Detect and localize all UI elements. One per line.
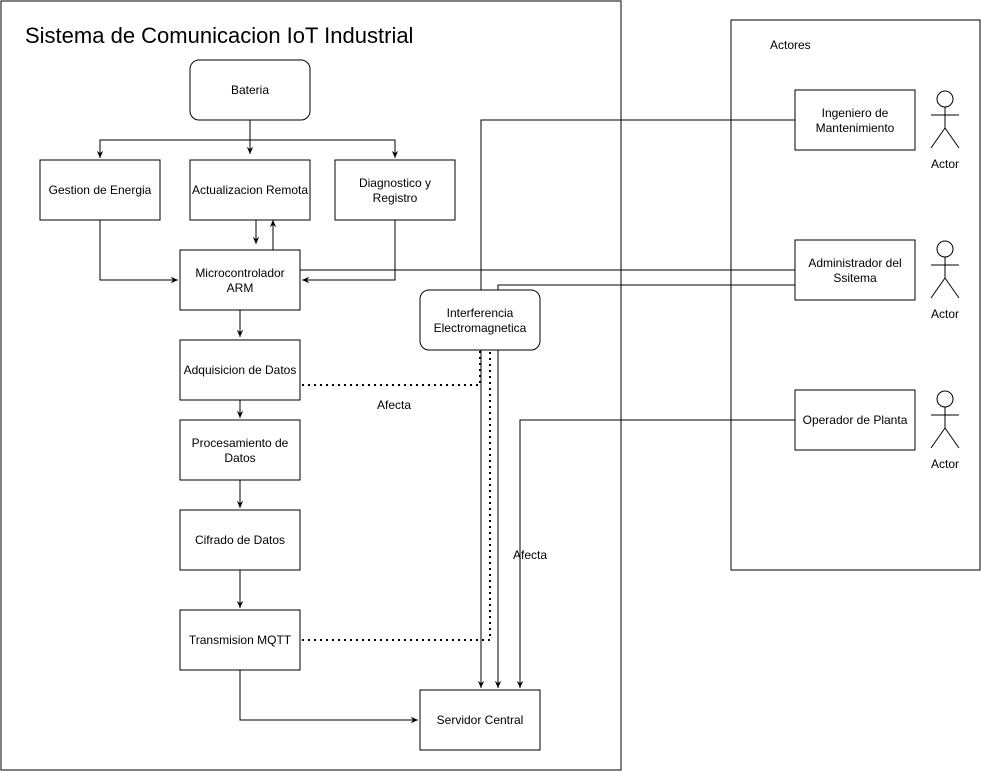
- node-gestion-energia: Gestion de Energia: [39, 159, 161, 221]
- node-gestion-energia-label: Gestion de Energia: [49, 183, 152, 197]
- node-diagnostico-registro-label-line2: Registro: [373, 191, 418, 205]
- actor-icon: [930, 90, 960, 149]
- node-cifrado-datos-label: Cifrado de Datos: [195, 533, 285, 547]
- node-bateria-label: Bateria: [231, 83, 269, 97]
- actor-label: Actor: [931, 457, 959, 471]
- node-ingeniero-mantenimiento-label-line2: Mantenimiento: [816, 121, 895, 135]
- node-adquisicion-datos-shape: [179, 339, 301, 401]
- node-bateria-shape: [189, 59, 311, 121]
- node-cifrado-datos: Cifrado de Datos: [179, 509, 301, 571]
- edge-label-afecta: Afecta: [377, 398, 411, 412]
- node-actualizacion-remota-label: Actualizacion Remota: [192, 183, 308, 197]
- node-procesamiento-datos: Procesamiento de Datos: [179, 419, 301, 481]
- node-servidor-central-label: Servidor Central: [437, 713, 524, 727]
- node-microcontrolador-label-line2: ARM: [227, 281, 254, 295]
- edge-administrador-servidor: [494, 284, 795, 688]
- node-microcontrolador: Microcontrolador ARM: [179, 249, 301, 311]
- node-interferencia-shape: [419, 289, 541, 351]
- node-procesamiento-datos-shape: [179, 419, 301, 481]
- node-bateria: Bateria: [189, 59, 311, 121]
- node-administrador-sistema: Administrador del Ssitema: [794, 239, 916, 301]
- node-diagnostico-registro: Diagnostico y Registro: [334, 159, 456, 221]
- edge-ingeniero-servidor: [477, 119, 795, 688]
- node-diagnostico-registro-label-line1: Diagnostico y: [359, 176, 431, 190]
- edge-gestion-micro: [99, 220, 178, 284]
- node-administrador-sistema-label-line2: Ssitema: [833, 271, 877, 285]
- node-operador-planta-label: Operador de Planta: [803, 413, 908, 427]
- system-boundary-frame: [0, 0, 622, 771]
- node-transmision-mqtt: Transmision MQTT: [179, 609, 301, 671]
- edge-label-afecta: Afecta: [513, 548, 547, 562]
- actor-left-leg: [930, 127, 946, 149]
- edge-interferencia-transmision: [302, 350, 491, 641]
- edge-bateria-gestion: [96, 139, 250, 158]
- actor-right-leg: [944, 427, 960, 449]
- node-actualizacion-remota-shape: [189, 159, 311, 221]
- actor-label: Actor: [931, 157, 959, 171]
- actor-left-leg: [930, 277, 946, 299]
- node-microcontrolador-shape: [179, 249, 301, 311]
- node-gestion-energia-shape: [39, 159, 161, 221]
- edges: [96, 119, 795, 724]
- edge-operador-servidor: [516, 419, 795, 688]
- edge-transmision-servidor: [239, 670, 418, 724]
- node-diagnostico-registro-shape: [334, 159, 456, 221]
- node-interferencia: Interferencia Electromagnetica: [419, 289, 541, 351]
- actor-left-leg: [930, 427, 946, 449]
- node-microcontrolador-label-line1: Microcontrolador: [195, 266, 284, 280]
- node-procesamiento-datos-label-line1: Procesamiento de: [192, 436, 289, 450]
- node-ingeniero-mantenimiento-label-line1: Ingeniero de: [822, 106, 889, 120]
- node-operador-planta-shape: [794, 389, 916, 451]
- node-interferencia-label-line1: Interferencia: [447, 306, 514, 320]
- node-servidor-central-shape: [419, 689, 541, 751]
- node-operador-planta: Operador de Planta: [794, 389, 916, 451]
- edge-bateria-diagnostico: [250, 139, 399, 158]
- node-ingeniero-mantenimiento-shape: [794, 89, 916, 151]
- node-transmision-mqtt-shape: [179, 609, 301, 671]
- node-procesamiento-datos-label-line2: Datos: [224, 451, 255, 465]
- actor-right-leg: [944, 127, 960, 149]
- node-administrador-sistema-shape: [794, 239, 916, 301]
- node-servidor-central: Servidor Central: [419, 689, 541, 751]
- actors-frame-label: Actores: [770, 38, 811, 52]
- node-interferencia-label-line2: Electromagnetica: [434, 321, 527, 335]
- actor-icon: [930, 390, 960, 449]
- node-adquisicion-datos: Adquisicion de Datos: [179, 339, 301, 401]
- node-actualizacion-remota: Actualizacion Remota: [189, 159, 311, 221]
- actor-right-leg: [944, 277, 960, 299]
- node-cifrado-datos-shape: [179, 509, 301, 571]
- node-transmision-mqtt-label: Transmision MQTT: [189, 633, 292, 647]
- node-adquisicion-datos-label: Adquisicion de Datos: [184, 363, 297, 377]
- node-administrador-sistema-label-line1: Administrador del: [808, 256, 901, 270]
- edge-diagnostico-micro: [302, 220, 396, 284]
- node-ingeniero-mantenimiento: Ingeniero de Mantenimiento: [794, 89, 916, 151]
- actor-label: Actor: [931, 307, 959, 321]
- actor-icon: [930, 240, 960, 299]
- diagram-title: Sistema de Comunicacion IoT Industrial: [25, 23, 413, 48]
